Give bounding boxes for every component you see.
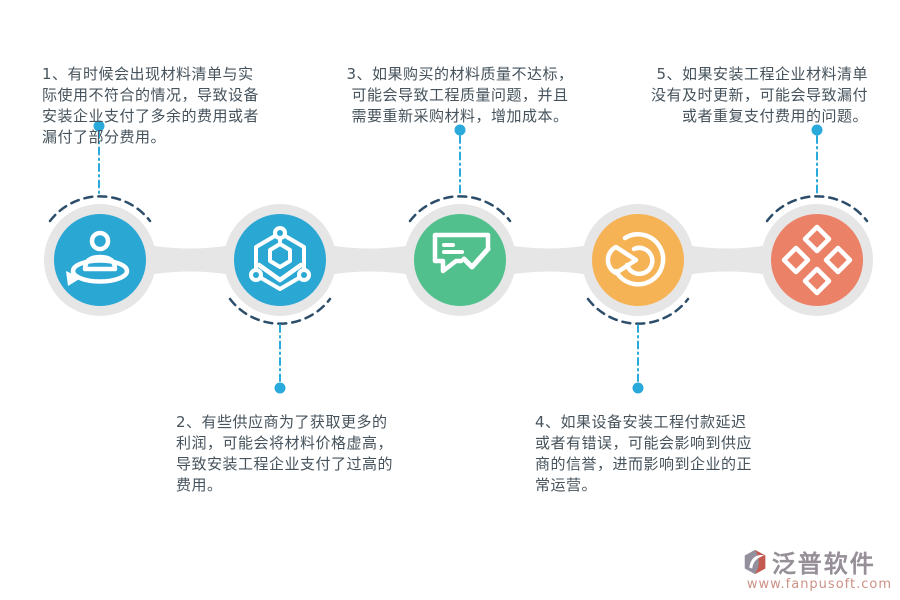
arc-bottom-2 (228, 297, 332, 325)
diamonds-icon (781, 224, 853, 296)
callout-lines (98, 130, 818, 382)
note-5: 5、如果安装工程企业材料清单 没有及时更新，可能会导致漏付 或者重复支付费用的问… (650, 65, 868, 125)
note-4: 4、如果设备安装工程付款延迟 或者有错误，可能会影响到供应 商的信誉，进而影响到… (535, 413, 753, 494)
callout-dot-2 (274, 382, 286, 394)
message-check-icon (432, 232, 491, 274)
brand-url: www.fanpusoft.com (746, 577, 892, 592)
note-2: 2、有些供应商为了获取更多的 利润，可能会将材料价格虚高， 导致安装工程企业支付… (176, 413, 394, 494)
note-1: 1、有时候会出现材料清单与实 际使用不符合的情况，导致设备 安装企业支付了多余的… (42, 65, 260, 146)
brand-watermark: 泛普软件 www.fanpusoft.com (741, 544, 892, 592)
node-circle-2 (234, 214, 326, 306)
node-circle-5 (771, 214, 863, 306)
arc-top-1 (48, 195, 152, 223)
callout-dot-4 (632, 382, 644, 394)
arc-top-3 (408, 195, 512, 223)
person-orbit-icon (66, 230, 130, 286)
callout-dot-5 (811, 124, 823, 136)
arc-top-5 (765, 195, 869, 223)
pie-chart-icon (605, 232, 666, 287)
fanpu-logo-icon (744, 549, 766, 574)
callout-dot-1 (93, 120, 105, 132)
arc-bottom-4 (586, 297, 690, 325)
note-3: 3、如果购买的材料质量不达标， 可能会导致工程质量问题，并且 需要重新采购材料，… (346, 65, 574, 125)
dashed-arcs (48, 195, 869, 325)
callout-dot-3 (454, 124, 466, 136)
callout-dots (93, 120, 823, 394)
hex-network-icon (249, 226, 311, 291)
brand-name: 泛普软件 (771, 550, 876, 578)
